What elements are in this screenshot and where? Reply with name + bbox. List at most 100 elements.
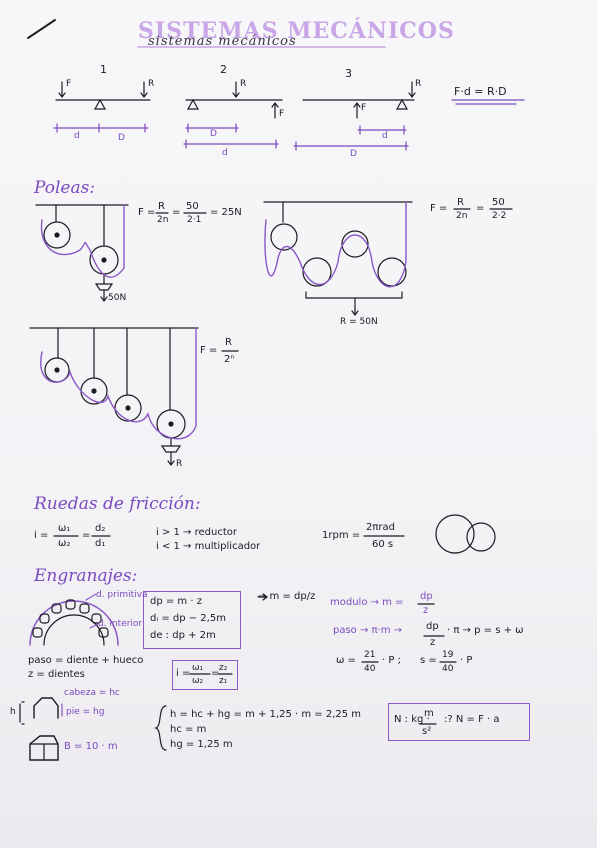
lever-3-dist-D: D xyxy=(350,149,357,159)
lever-2-force-R: R xyxy=(240,79,247,89)
poleas-formula2-num2: 50 xyxy=(492,197,505,208)
gear-d-primitiva-label: d. primitiva xyxy=(96,590,148,600)
gear-s-tail: · P xyxy=(460,655,473,666)
gear-ratio-box xyxy=(172,660,238,690)
curly-brace xyxy=(154,705,167,751)
poleas-formula2-eq: = xyxy=(476,203,485,214)
lever-2-dist-D: D xyxy=(210,129,217,139)
gear-w-tail: · P ; xyxy=(382,655,401,666)
poleas-formula1-num2: 50 xyxy=(186,201,199,212)
gear-cabeza-label: cabeza = hc xyxy=(64,688,120,698)
gear-paso-label: paso → π·m → xyxy=(333,625,403,636)
pulley-system-1 xyxy=(35,204,129,302)
lever-3-dist-d: d xyxy=(382,131,388,141)
friccion-w2: ω₂ xyxy=(58,538,71,549)
lever-1-force-R: R xyxy=(148,79,155,89)
lever-3-force-F: F xyxy=(361,103,367,113)
lever-2-label: 2 xyxy=(220,63,227,76)
gear-w-num: 21 xyxy=(364,650,376,660)
page-subtitle: sistemas mecánicos xyxy=(148,34,297,49)
lever-formula-underline xyxy=(451,99,525,105)
gear-ratio-lhs: i = xyxy=(176,668,191,679)
fraction-bars xyxy=(53,208,513,725)
gear-w-lhs: ω = xyxy=(336,655,356,666)
friccion-d1: d₁ xyxy=(95,538,106,549)
gear-modulo-num: dp xyxy=(420,591,433,602)
gear-s-num: 19 xyxy=(442,650,454,660)
friccion-eq: = xyxy=(82,530,91,541)
gear-s-den: 40 xyxy=(442,664,454,674)
gear-ratio-w1: ω₁ xyxy=(192,663,204,673)
lever-1-dist-d: d xyxy=(74,131,80,141)
newton-unit-den: s² xyxy=(422,726,432,737)
lever-3-force-R: R xyxy=(415,79,422,89)
lever-formula: F·d = R·D xyxy=(454,85,507,98)
gear-module-arrow: → m = dp/z xyxy=(258,591,316,602)
poleas-formula2-lhs: F = xyxy=(430,203,448,214)
poleas-formula1-eq: = xyxy=(172,207,181,218)
poleas-formula3-num: R xyxy=(225,337,232,348)
gear-pie-label: pie = hg xyxy=(66,707,105,717)
lever-1-force-F: F xyxy=(66,79,72,89)
gear-paso-frac-den: z xyxy=(430,637,436,648)
gear-diagram xyxy=(29,593,268,646)
gear-diameter-box xyxy=(143,591,241,649)
lever-2-dist-d: d xyxy=(222,148,228,158)
newton-unit-num: m xyxy=(424,708,434,719)
tooth-profile-diagram xyxy=(19,697,63,725)
gear-box1-line2: dᵢ = dp − 2,5m xyxy=(150,613,226,624)
gear-ratio-z2: z₂ xyxy=(219,663,228,673)
lever-1-dist-D: D xyxy=(118,133,125,143)
friccion-rule-multiplicador: i < 1 → multiplicador xyxy=(156,541,261,552)
lever-3-label: 3 xyxy=(345,67,352,80)
gear-box1-line3: de : dp + 2m xyxy=(150,630,216,641)
page-title: SISTEMAS MECÁNICOS xyxy=(138,18,455,44)
gear-paso-definition: paso = diente + hueco xyxy=(28,655,144,666)
gear-box1-line1: dp = m · z xyxy=(150,596,202,607)
friction-wheels-diagram xyxy=(435,514,496,554)
gear-h-line1: h = hc + hg = m + 1,25 · m = 2,25 m xyxy=(170,709,362,720)
gear-modulo-label: modulo → m = xyxy=(330,597,404,608)
lever-3-diagram xyxy=(293,81,416,151)
newton-unit-box xyxy=(388,703,530,741)
friccion-w1: ω₁ xyxy=(58,523,71,534)
gear-paso-frac-num: dp xyxy=(426,621,439,632)
gear-ratio-eq: = xyxy=(211,668,220,679)
lever-1-label: 1 xyxy=(100,63,107,76)
gear-h-line2: hc = m xyxy=(170,724,207,735)
poleas-formula1-lhs: F = xyxy=(138,207,156,218)
gear-width-block xyxy=(29,735,59,761)
newton-unit-tail: :? N = F · a xyxy=(444,714,500,725)
poleas-formula1-num: R xyxy=(158,201,165,212)
poleas-formula3-den: 2ⁿ xyxy=(224,354,235,365)
poleas-load3: R xyxy=(176,459,183,469)
poleas-formula1-result: = 25N xyxy=(210,207,242,218)
lever-1-diagram xyxy=(53,81,151,133)
gear-h-line3: hg = 1,25 m xyxy=(170,739,233,750)
gear-w-den: 40 xyxy=(364,664,376,674)
lever-2-diagram xyxy=(183,81,283,149)
section-engranajes-heading: Engranajes: xyxy=(34,566,138,586)
pulley-system-2 xyxy=(263,201,413,316)
friccion-d2: d₂ xyxy=(95,523,106,534)
gear-modulo-den: z xyxy=(423,605,429,616)
section-friccion-heading: Ruedas de fricción: xyxy=(34,494,201,514)
friccion-i-lhs: i = xyxy=(34,530,49,541)
poleas-formula2-den: 2n xyxy=(456,211,468,221)
friccion-rpm-lhs: 1rpm = xyxy=(322,530,361,541)
gear-d-interior-label: d. interior xyxy=(98,619,143,629)
gear-B-definition: B = 10 · m xyxy=(64,741,118,752)
poleas-load1: 50N xyxy=(108,293,127,303)
newton-unit-lhs: N : kg · xyxy=(394,714,430,725)
friccion-rpm-num: 2πrad xyxy=(366,522,395,533)
gear-ratio-w2: ω₂ xyxy=(192,676,204,686)
poleas-formula1-den2: 2·1 xyxy=(187,215,202,225)
gear-z-definition: z = dientes xyxy=(28,669,85,680)
gear-s-lhs: s = xyxy=(420,655,437,666)
gear-ratio-z1: z₁ xyxy=(219,676,228,686)
friccion-rpm-den: 60 s xyxy=(372,539,394,550)
poleas-formula2-den2: 2·2 xyxy=(492,211,507,221)
gear-h-label: h xyxy=(10,707,16,717)
pen-mark xyxy=(27,19,56,39)
